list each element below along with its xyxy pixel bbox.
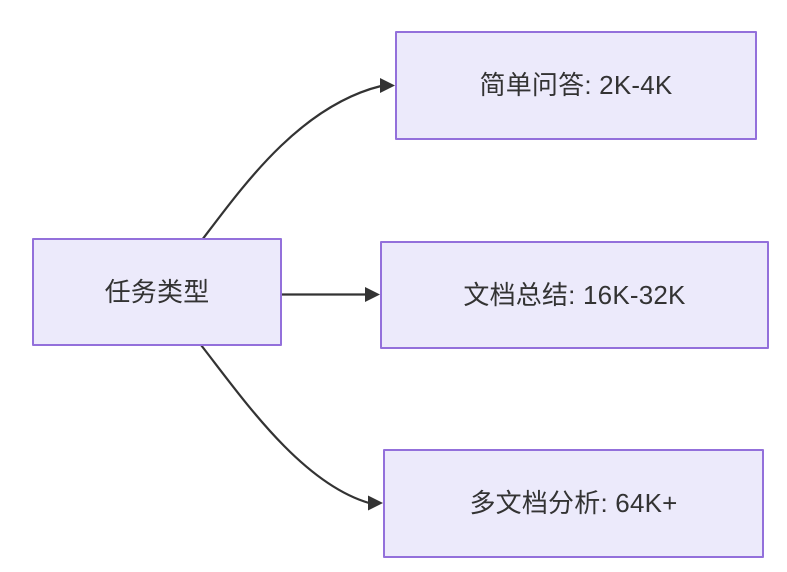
node-multi-doc-analysis-label: 多文档分析: 64K+ xyxy=(469,488,678,519)
edge-to-simple-qa-arrowhead-icon xyxy=(380,78,395,93)
node-doc-summary-label: 文档总结: 16K-32K xyxy=(463,279,686,310)
node-task-type[interactable]: 任务类型 xyxy=(32,238,282,346)
edge-to-doc-summary xyxy=(280,287,380,302)
edge-to-multi-doc xyxy=(199,343,383,511)
node-task-type-label: 任务类型 xyxy=(104,276,210,307)
node-multi-doc-analysis[interactable]: 多文档分析: 64K+ xyxy=(383,449,764,558)
edge-to-multi-doc-arrowhead-icon xyxy=(368,495,383,511)
edge-to-multi-doc-path xyxy=(199,343,371,505)
edge-to-simple-qa xyxy=(200,78,395,242)
node-doc-summary[interactable]: 文档总结: 16K-32K xyxy=(380,241,769,349)
node-simple-qa-label: 简单问答: 2K-4K xyxy=(479,70,673,101)
edge-to-simple-qa-path xyxy=(200,84,383,242)
edge-to-doc-summary-arrowhead-icon xyxy=(365,287,380,302)
node-simple-qa[interactable]: 简单问答: 2K-4K xyxy=(395,31,757,140)
